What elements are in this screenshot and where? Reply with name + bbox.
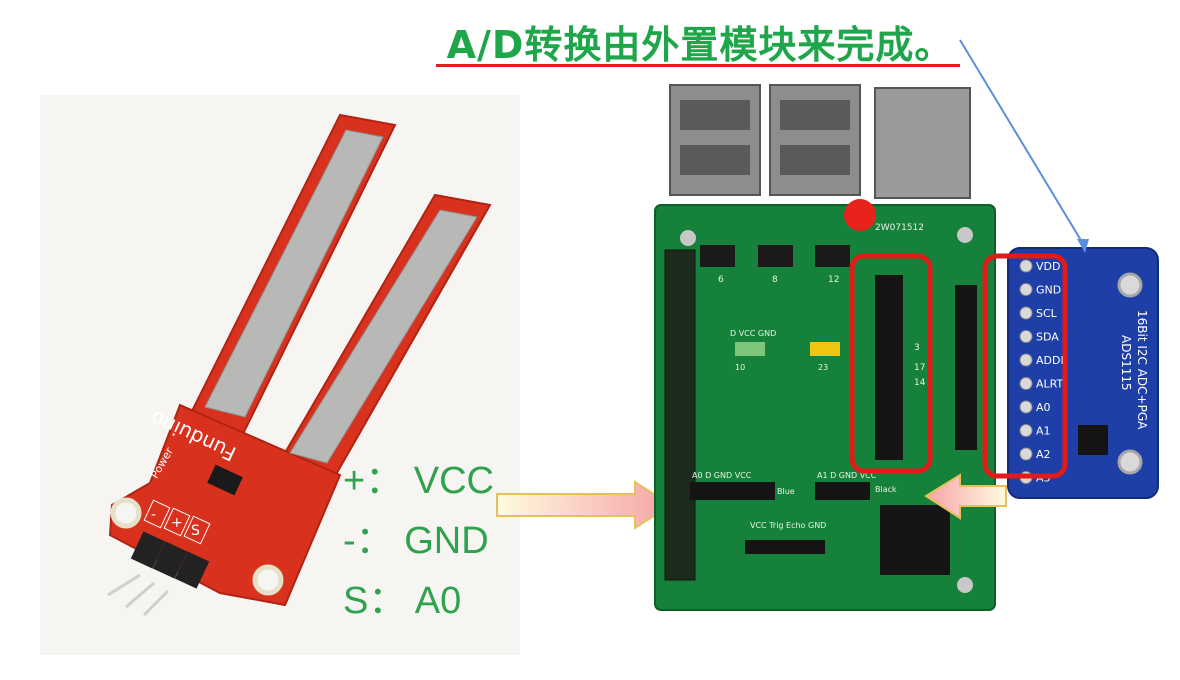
pin-mapping: +： VCC -： GND S： A0 [343, 462, 494, 642]
pin-label-s: S [191, 523, 200, 539]
usb-ports [669, 84, 971, 199]
ethernet-port [874, 87, 971, 199]
jumper-yellow [810, 342, 840, 356]
pin-label-minus: - [151, 507, 156, 523]
adc-module-label-1: 16Bit I2C ADC+PGA [1135, 310, 1149, 430]
adc-pin-hole [1019, 377, 1033, 390]
page-title: A/D转换由外置模块来完成。 [446, 23, 954, 67]
sensor-pin-labels: - + S [143, 499, 211, 545]
mount-hole-right [252, 564, 284, 596]
svg-text:A0 D GND VCC: A0 D GND VCC [692, 471, 752, 480]
header-top-1 [700, 245, 735, 267]
adc-pin-label: SCL [1036, 307, 1058, 320]
sensor-pin-header [130, 531, 210, 589]
adc-pin-hole [1019, 353, 1033, 367]
header-top-2 [758, 245, 793, 267]
svg-text:23: 23 [818, 363, 828, 372]
header-ultrasonic [745, 540, 825, 554]
pin-mapping-vcc: +： VCC [343, 460, 494, 502]
svg-text:A1 D GND VCC: A1 D GND VCC [817, 471, 877, 480]
header-blue [690, 482, 775, 500]
sensor-wires [107, 573, 170, 617]
pin-mapping-a0: S： A0 [343, 580, 462, 622]
gpio-header [664, 249, 696, 581]
arrow-right-icon [496, 480, 673, 530]
red-led [844, 199, 876, 231]
svg-text:14: 14 [914, 378, 926, 388]
adc-pin-label: GND [1036, 284, 1061, 297]
header-black [815, 482, 870, 500]
pin-label-plus: + [171, 515, 183, 531]
soil-sensor-drawing: Funduino Power - + S [107, 113, 492, 617]
arrow-left-icon [924, 473, 1007, 520]
sensor-electrodes [204, 129, 478, 464]
adc-pin-label: ALRT [1036, 378, 1063, 391]
adc-pin-label: SDA [1036, 331, 1059, 344]
adc-pin-hole [1019, 400, 1033, 414]
header-top-3 [815, 245, 850, 267]
adc-pin-label: ADDR [1036, 354, 1068, 367]
board-drawing: 2W071512 6 8 12 16 D VCC GND 10 23 3 17 … [654, 84, 1159, 611]
highlight-adc-pins [982, 253, 1068, 479]
svg-text:12: 12 [828, 275, 839, 285]
callout-line [959, 39, 1089, 253]
svg-text:D VCC GND: D VCC GND [730, 329, 776, 338]
adc-pin-hole [1019, 424, 1033, 437]
svg-text:17: 17 [914, 363, 925, 373]
adc-pin-hole [1019, 330, 1033, 343]
adc-pin-hole [1019, 306, 1033, 320]
svg-text:6: 6 [718, 275, 724, 285]
title-underline [436, 64, 960, 67]
pin-mapping-gnd: -： GND [343, 520, 489, 562]
header-block [880, 505, 950, 575]
adc-pin-label: A1 [1036, 425, 1051, 438]
board-hole-tr [957, 227, 973, 243]
board-photo: 2W071512 6 8 12 16 D VCC GND 10 23 3 17 … [630, 70, 1180, 630]
adc-pin-label: VDD [1036, 260, 1060, 273]
adc-module-label-2: ADS1115 [1119, 335, 1133, 391]
adc-pin-label: A2 [1036, 448, 1051, 461]
adc-socket-header [875, 275, 903, 460]
svg-text:Black: Black [875, 485, 897, 494]
mount-hole-left [110, 497, 142, 529]
adc-pin-label: A0 [1036, 401, 1051, 414]
highlight-board-socket [849, 253, 933, 474]
board-hole-br [957, 577, 973, 593]
sensor-chip [207, 464, 243, 496]
side-header [955, 285, 977, 450]
svg-text:8: 8 [772, 275, 778, 285]
svg-text:Blue: Blue [777, 487, 795, 496]
svg-text:2W071512: 2W071512 [875, 223, 924, 233]
jumper-green [735, 342, 765, 356]
soil-sensor-photo: Funduino Power - + S [40, 95, 520, 655]
adc-pin-hole [1019, 447, 1033, 461]
svg-text:3: 3 [914, 343, 920, 353]
svg-text:VCC Trig Echo GND: VCC Trig Echo GND [750, 521, 826, 530]
board-hole-tl [680, 230, 696, 246]
adc-pin-hole [1019, 283, 1033, 296]
adc-pin-hole [1019, 259, 1033, 273]
svg-text:10: 10 [735, 363, 745, 372]
